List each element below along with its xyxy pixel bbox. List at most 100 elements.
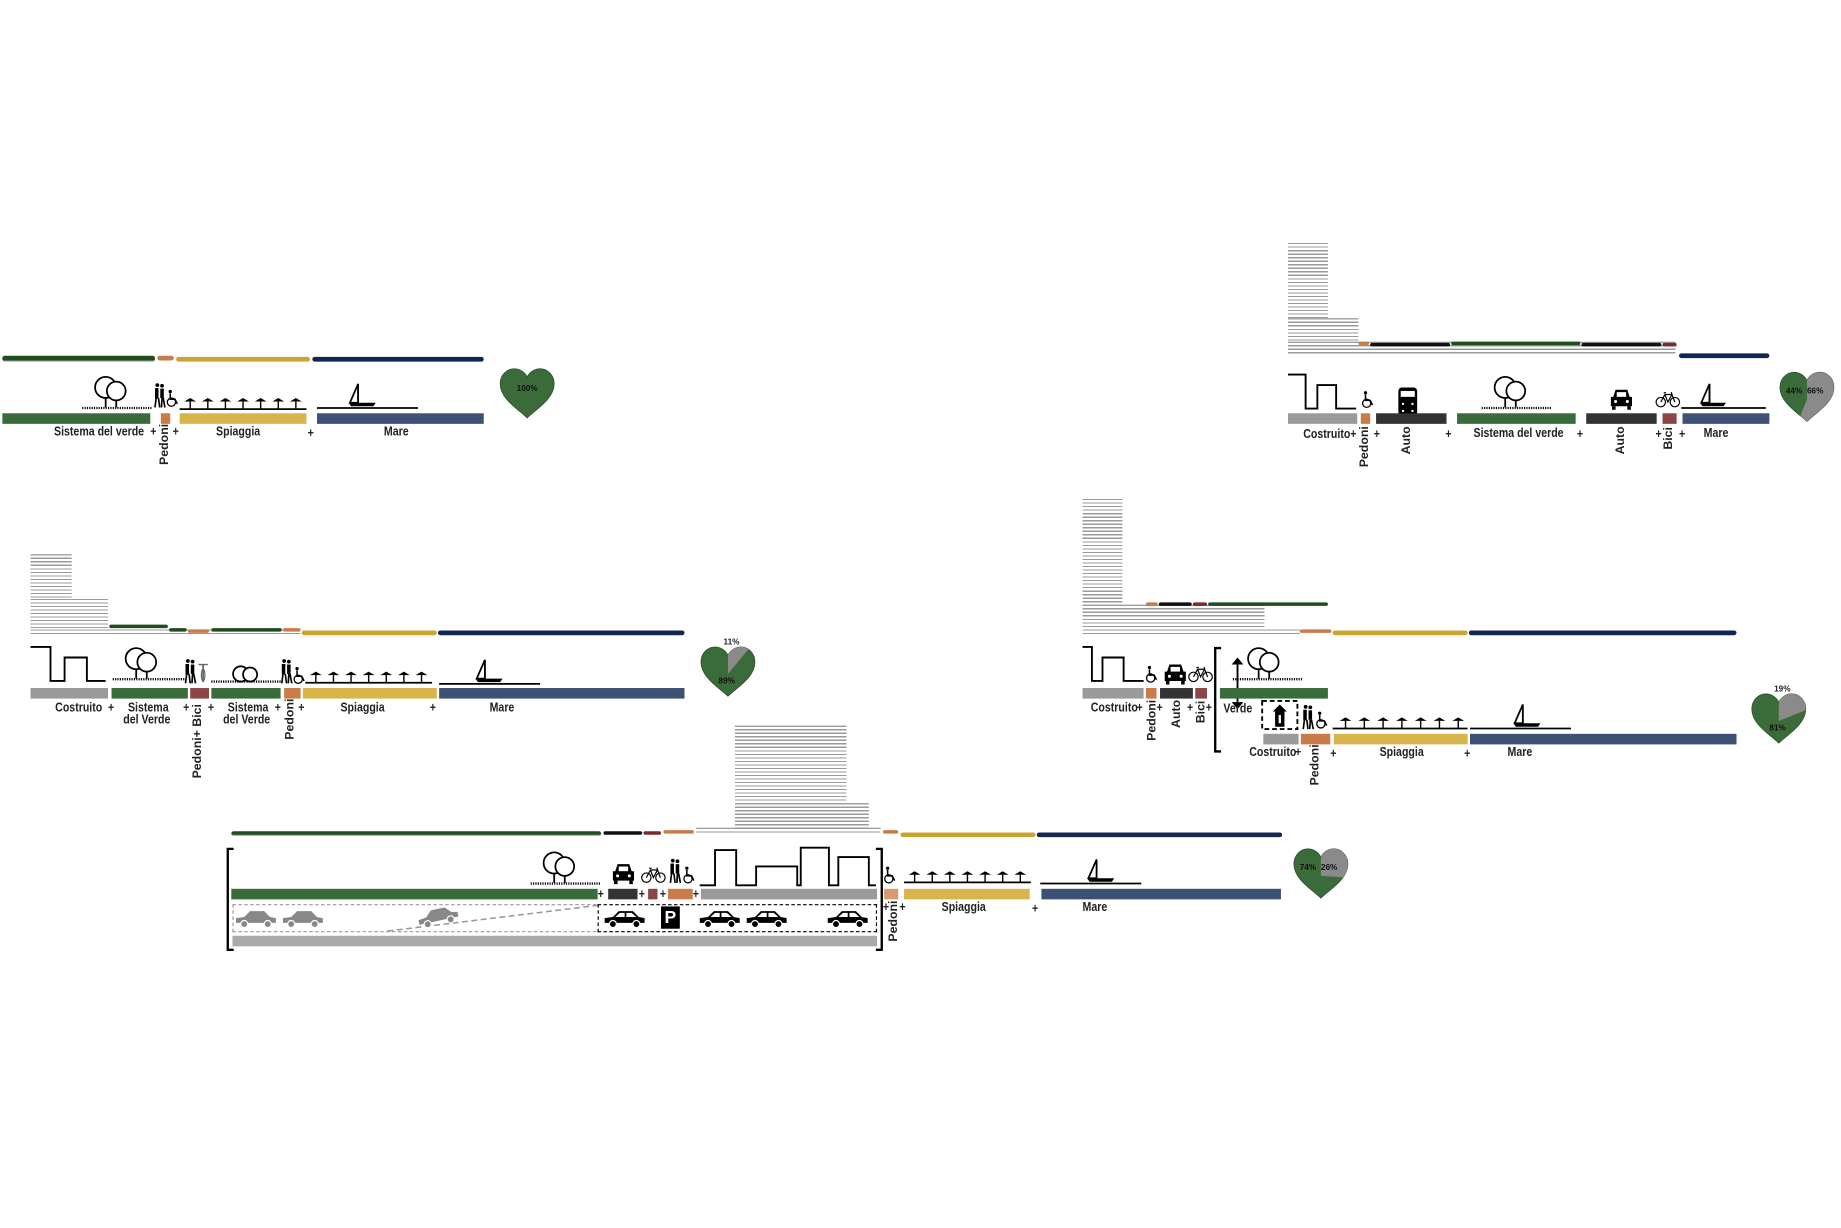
bar-costruito (700, 888, 878, 900)
tree-icon (1232, 647, 1304, 681)
section-strip-pedoni (282, 628, 301, 632)
bar-spiaggia (904, 888, 1030, 900)
wheelchair-icon (884, 866, 896, 884)
plus-sign: + (1330, 746, 1337, 761)
plus-sign: + (659, 887, 667, 902)
plus-sign: + (1464, 746, 1471, 761)
tree-icon (82, 376, 153, 410)
label-verde-line1: Sistema (227, 700, 269, 716)
parking-sign: P (661, 906, 680, 929)
plus-sign: + (597, 887, 604, 902)
car-side-icon (282, 911, 323, 929)
section-strip-mare (1036, 832, 1283, 838)
plus-sign: + (274, 700, 281, 716)
bicycle-front-icon (198, 663, 208, 683)
pedestrians-icon (1302, 704, 1315, 730)
car-icon (612, 864, 635, 885)
plus-sign: + (298, 700, 305, 716)
bar-pedoni (1300, 733, 1331, 745)
label-verde-line2: del Verde (223, 712, 271, 727)
section-strip-verde (109, 624, 168, 629)
shrub-icon (211, 665, 282, 683)
section-strip-verde (1451, 341, 1581, 346)
sailboat-icon (439, 659, 541, 685)
heart-green-pct: 81% (1769, 723, 1786, 732)
building-base (1287, 318, 1359, 342)
kiosk-icon (1261, 700, 1299, 731)
bicycle-icon (1655, 392, 1681, 408)
bar-auto (608, 888, 638, 900)
heart-green-pct: 44% (1786, 386, 1803, 395)
section-strip-bici (1192, 602, 1207, 606)
plus-sign: + (1350, 427, 1357, 442)
building-skyline-icon (30, 645, 106, 682)
section-strip-bici (643, 831, 662, 835)
building-skyline-icon (699, 846, 876, 887)
bracket-icon (1214, 646, 1222, 753)
car-icon (1164, 664, 1186, 685)
bar-pedoni (160, 413, 171, 424)
beach-umbrellas-icon (305, 671, 433, 684)
building-base (1082, 604, 1265, 631)
wheelchair-icon (1145, 665, 1158, 683)
section-strip-spiaggia (176, 356, 310, 362)
building-tower (30, 554, 72, 599)
bar-verde (2, 413, 151, 424)
pedestrians-icon (154, 383, 166, 408)
plus-sign: + (1136, 700, 1143, 716)
bar-verde (211, 688, 281, 699)
plus-sign: + (1156, 700, 1163, 716)
label-pedoni: Pedoni (282, 698, 298, 740)
label-mare: Mare (1507, 745, 1533, 760)
green-ratio-heart: 19% 81% (1751, 685, 1807, 744)
heart-green-pct: 100% (517, 384, 539, 393)
section-strip-verde (231, 831, 602, 836)
label-verde: Verde (1223, 702, 1253, 717)
bar-verde (1219, 688, 1328, 699)
bar-verde (231, 888, 598, 900)
label-spiaggia: Spiaggia (340, 700, 385, 716)
label-mare: Mare (383, 425, 409, 440)
section-strip-pedoni (1358, 341, 1370, 346)
heart-grey-pct: 11% (723, 638, 740, 647)
bicycle-icon (1188, 666, 1213, 683)
bar-bici (190, 688, 209, 699)
label-mare: Mare (1703, 426, 1729, 441)
bar-costruito (1263, 733, 1299, 745)
building-tower (1082, 498, 1123, 605)
section-strip-bici (1662, 342, 1677, 347)
section-strip-auto (603, 831, 643, 835)
plus-sign: + (183, 700, 190, 716)
pedestrians-icon (280, 659, 293, 684)
bar-costruito (30, 688, 109, 699)
label-costruito: Costruito (55, 700, 103, 716)
label-auto: Auto (1169, 699, 1184, 728)
car-side-icon (418, 907, 459, 929)
bar-pedoni (668, 888, 693, 900)
section-strip-mare (312, 356, 484, 362)
section-strip-auto (1370, 342, 1451, 347)
green-ratio-heart: 26%74% (1293, 848, 1349, 899)
heart-grey-pct: 19% (1774, 685, 1791, 694)
bar-spiaggia (179, 413, 307, 424)
bar-verde (1457, 413, 1576, 424)
car-side-icon (235, 911, 276, 929)
label-spiaggia: Spiaggia (216, 425, 261, 440)
plus-sign: + (172, 425, 179, 440)
section-strip-spiaggia (1332, 630, 1468, 636)
car-icon (1610, 389, 1633, 410)
plus-sign: + (1655, 427, 1662, 442)
section-strip-spiaggia (301, 630, 437, 636)
plus-sign: + (1373, 427, 1380, 442)
ground-section (30, 629, 301, 635)
plus-sign: + (1295, 745, 1302, 760)
green-ratio-heart: 100% (499, 368, 555, 419)
heart-grey-share (1789, 372, 1834, 422)
building-tower (1287, 243, 1328, 319)
beach-umbrellas-icon (1332, 717, 1468, 730)
pedestrians-icon (669, 858, 682, 884)
car-side-icon (746, 911, 787, 929)
label-costruito: Costruito (1090, 700, 1138, 716)
bracket-icon (226, 847, 234, 952)
